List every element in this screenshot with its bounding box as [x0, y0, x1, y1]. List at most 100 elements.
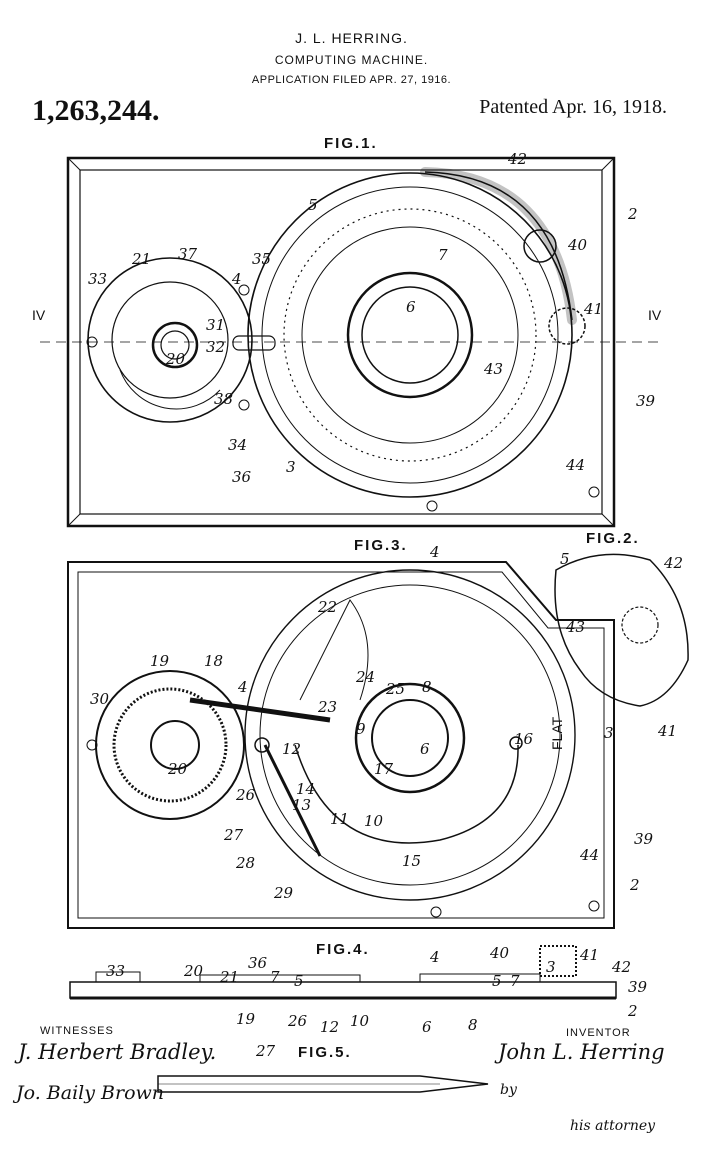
ref-numeral: 10 [364, 812, 384, 830]
ref-numeral: 26 [236, 786, 256, 804]
ref-numeral: 12 [320, 1018, 340, 1036]
ref-numeral: 39 [634, 830, 654, 848]
ref-numeral: 7 [438, 246, 448, 264]
ref-numeral: 6 [420, 740, 430, 758]
ref-numeral: 9 [356, 720, 366, 738]
ref-numeral: 3 [286, 458, 296, 476]
ref-numeral: 8 [468, 1016, 478, 1034]
by-text: by [500, 1082, 517, 1098]
witnesses-label: WITNESSES [40, 1025, 114, 1037]
ref-numeral: 5 [294, 972, 304, 990]
ref-numeral: 41 [580, 946, 600, 964]
ref-numeral: 25 [386, 680, 406, 698]
ref-numeral: 40 [490, 944, 510, 962]
ref-numeral: 44 [566, 456, 586, 474]
ref-numeral: 42 [612, 958, 632, 976]
ref-numeral: 2 [628, 1002, 638, 1020]
ref-numeral: 11 [330, 810, 350, 828]
ref-numeral: 18 [204, 652, 224, 670]
fig1-label: FIG.1. [324, 135, 378, 152]
ref-numeral: 22 [318, 598, 338, 616]
inventor-line: J. L. HERRING. [295, 30, 408, 46]
ref-numeral: 41 [584, 300, 604, 318]
fig4-drawing [69, 945, 617, 1000]
fig3-drawing: FLAT [67, 561, 615, 929]
ref-numeral: 4 [430, 543, 440, 561]
ref-numeral: 3 [546, 958, 556, 976]
ref-numeral: 2 [630, 876, 640, 894]
fig5-drawing [157, 1075, 489, 1093]
ref-numeral: 8 [422, 678, 432, 696]
ref-numeral: 20 [184, 962, 204, 980]
inventor-label: INVENTOR [566, 1027, 631, 1039]
ref-numeral: 6 [422, 1018, 432, 1036]
ref-numeral: 16 [514, 730, 534, 748]
ref-numeral: 43 [484, 360, 504, 378]
ref-numeral: 4 [232, 270, 242, 288]
ref-numeral: 39 [636, 392, 656, 410]
ref-numeral: 42 [664, 554, 684, 572]
ref-numeral: 5 [492, 972, 502, 990]
ref-numeral: 3 [604, 724, 614, 742]
filing-line: APPLICATION FILED APR. 27, 1916. [251, 74, 452, 86]
ref-numeral: 34 [228, 436, 248, 454]
ref-numeral: 7 [270, 968, 280, 986]
patent-number: 1,263,244. [32, 94, 160, 127]
ref-numeral: 7 [510, 972, 520, 990]
scale-flat-label: FLAT [549, 716, 565, 750]
section-mark-left: IV [32, 307, 46, 323]
ref-numeral: 29 [274, 884, 294, 902]
ref-numeral: 35 [252, 250, 272, 268]
ref-numeral: 14 [296, 780, 316, 798]
witness-signature-1: J. Herbert Bradley. [18, 1040, 217, 1064]
ref-numeral: 10 [350, 1012, 370, 1030]
fig3-label: FIG.3. [354, 537, 408, 554]
ref-numeral: 4 [430, 948, 440, 966]
ref-numeral: 38 [214, 390, 234, 408]
ref-numeral: 43 [566, 618, 586, 636]
ref-numeral: 21 [220, 968, 240, 986]
ref-numeral: 44 [580, 846, 600, 864]
fig2-drawing [554, 553, 689, 707]
patented-date: Patented Apr. 16, 1918. [479, 96, 667, 118]
ref-numeral: 28 [236, 854, 256, 872]
fig5-label: FIG.5. [298, 1044, 352, 1061]
ref-numeral: 5 [560, 550, 570, 568]
ref-numeral: 40 [568, 236, 588, 254]
ref-numeral: 19 [150, 652, 170, 670]
inventor-signature: John L. Herring [498, 1040, 665, 1064]
ref-numeral: 32 [206, 338, 226, 356]
ref-numeral: 31 [206, 316, 226, 334]
ref-numeral: 15 [402, 852, 422, 870]
ref-numeral: 42 [508, 150, 528, 168]
ref-numeral: 20 [168, 760, 188, 778]
witness-signature-2: Jo. Baily Brown [16, 1082, 165, 1104]
ref-numeral: 33 [106, 962, 126, 980]
ref-numeral: 19 [236, 1010, 256, 1028]
ref-numeral: 17 [374, 760, 394, 778]
ref-numeral: 20 [166, 350, 186, 368]
ref-numeral: 23 [318, 698, 338, 716]
section-mark-right: IV [648, 307, 662, 323]
fig2-label: FIG.2. [586, 530, 640, 547]
ref-numeral: 27 [256, 1042, 276, 1060]
attorney-text: his attorney [570, 1118, 656, 1134]
ref-numeral: 30 [90, 690, 110, 708]
invention-title: COMPUTING MACHINE. [274, 53, 429, 67]
ref-numeral: 5 [308, 196, 318, 214]
ref-numeral: 41 [658, 722, 678, 740]
ref-numeral: 33 [88, 270, 108, 288]
fig1-drawing: IV IV [32, 156, 662, 528]
ref-numeral: 27 [224, 826, 244, 844]
ref-numeral: 6 [406, 298, 416, 316]
ref-numeral: 12 [282, 740, 302, 758]
ref-numeral: 39 [628, 978, 648, 996]
ref-numeral: 26 [288, 1012, 308, 1030]
ref-numeral: 37 [178, 245, 198, 263]
ref-numeral: 24 [356, 668, 376, 686]
ref-numeral: 4 [238, 678, 248, 696]
ref-numeral: 13 [292, 796, 312, 814]
fig4-label: FIG.4. [316, 941, 370, 958]
ref-numeral: 2 [628, 205, 638, 223]
